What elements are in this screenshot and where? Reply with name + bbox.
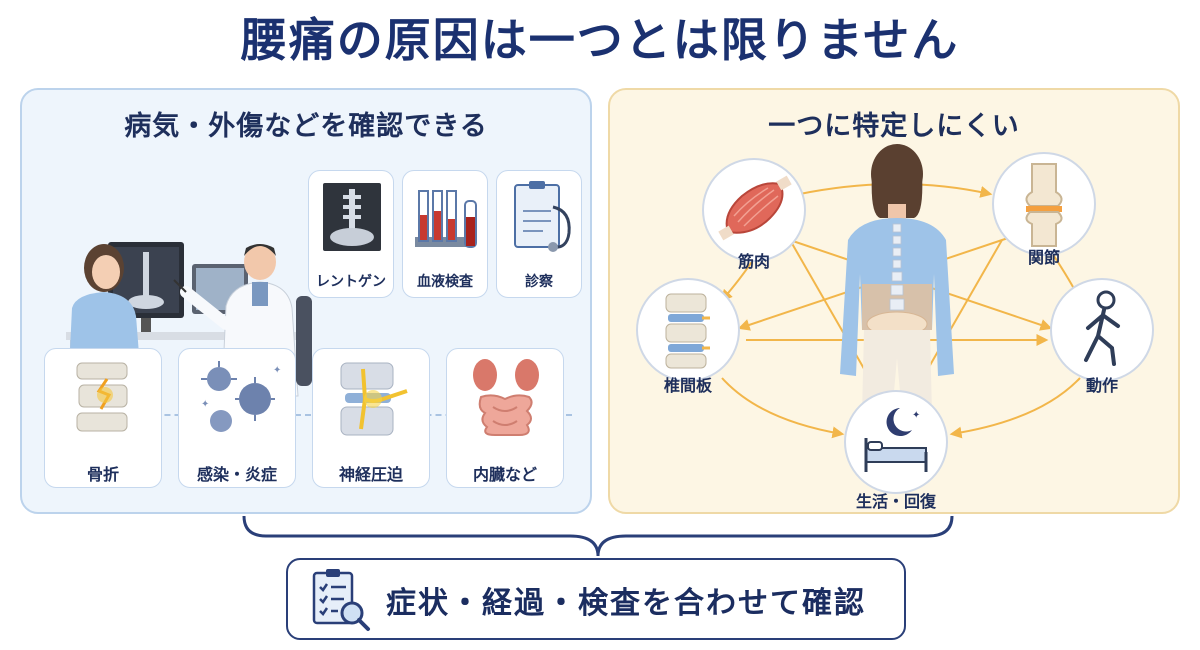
cause-card-label: 骨折 xyxy=(86,465,119,484)
left-panel-title: 病気・外傷などを確認できる xyxy=(124,111,488,142)
cause-card-label: 内臓など xyxy=(472,465,537,484)
spinal-disc-icon xyxy=(665,293,710,369)
factor-node-joint xyxy=(992,152,1096,256)
factor-node-lifestyle: ✦ xyxy=(844,390,948,494)
cause-card-label: 感染・炎症 xyxy=(196,465,277,484)
test-tubes-icon xyxy=(415,190,477,248)
virus-icon: ✦✦ xyxy=(201,361,281,432)
cause-card-nerve: 神経圧迫 xyxy=(312,348,430,488)
cause-card-label: 神経圧迫 xyxy=(338,465,403,484)
main-title: 腰痛の原因は一つとは限りません xyxy=(240,13,960,67)
factor-label: 筋肉 xyxy=(737,252,770,271)
exam-card-label: 診察 xyxy=(525,274,553,290)
exam-card-label: 血液検査 xyxy=(417,274,473,290)
left-panel: 病気・外傷などを確認できる レントゲン xyxy=(20,88,592,514)
exam-card-blood-test: 血液検査 xyxy=(402,170,488,298)
bed-moon-icon: ✦ xyxy=(864,408,928,472)
clipboard-stethoscope-icon xyxy=(514,181,571,252)
factor-label: 椎間板 xyxy=(663,376,712,395)
fractured-spine-icon xyxy=(76,362,128,432)
right-panel: 一つに特定しにくい xyxy=(608,88,1180,514)
factor-node-muscle xyxy=(702,158,806,262)
cause-card-fracture: 骨折 xyxy=(44,348,162,488)
svg-text:✦: ✦ xyxy=(912,410,920,421)
muscle-icon xyxy=(718,175,792,241)
cause-card-infection: ✦✦ 感染・炎症 xyxy=(178,348,296,488)
svg-text:✦: ✦ xyxy=(201,399,209,410)
conclusion-text: 症状・経過・検査を合わせて確認 xyxy=(386,586,866,621)
factor-label: 関節 xyxy=(1027,248,1060,267)
nerve-compression-icon xyxy=(340,362,408,436)
checklist-magnifier-icon xyxy=(312,569,370,631)
woman-back-spine-illustration xyxy=(840,144,954,414)
exam-card-xray: レントゲン xyxy=(308,170,394,298)
exam-card-consultation: 診察 xyxy=(496,170,582,298)
conclusion-box: 症状・経過・検査を合わせて確認 xyxy=(286,558,906,640)
factor-node-disc xyxy=(636,278,740,382)
factor-label: 動作 xyxy=(1085,376,1118,395)
factor-node-movement xyxy=(1050,278,1154,382)
walking-person-icon xyxy=(1084,290,1120,366)
exam-card-label: レントゲン xyxy=(316,274,386,290)
cause-card-organs: 内臓など xyxy=(446,348,564,488)
organs-icon xyxy=(473,359,539,436)
xray-icon xyxy=(323,183,381,251)
factor-label: 生活・回復 xyxy=(855,492,936,511)
section-divider xyxy=(44,414,572,416)
knee-joint-icon xyxy=(1025,163,1063,247)
right-panel-title: 一つに特定しにくい xyxy=(768,111,1020,142)
svg-text:✦: ✦ xyxy=(273,365,281,376)
